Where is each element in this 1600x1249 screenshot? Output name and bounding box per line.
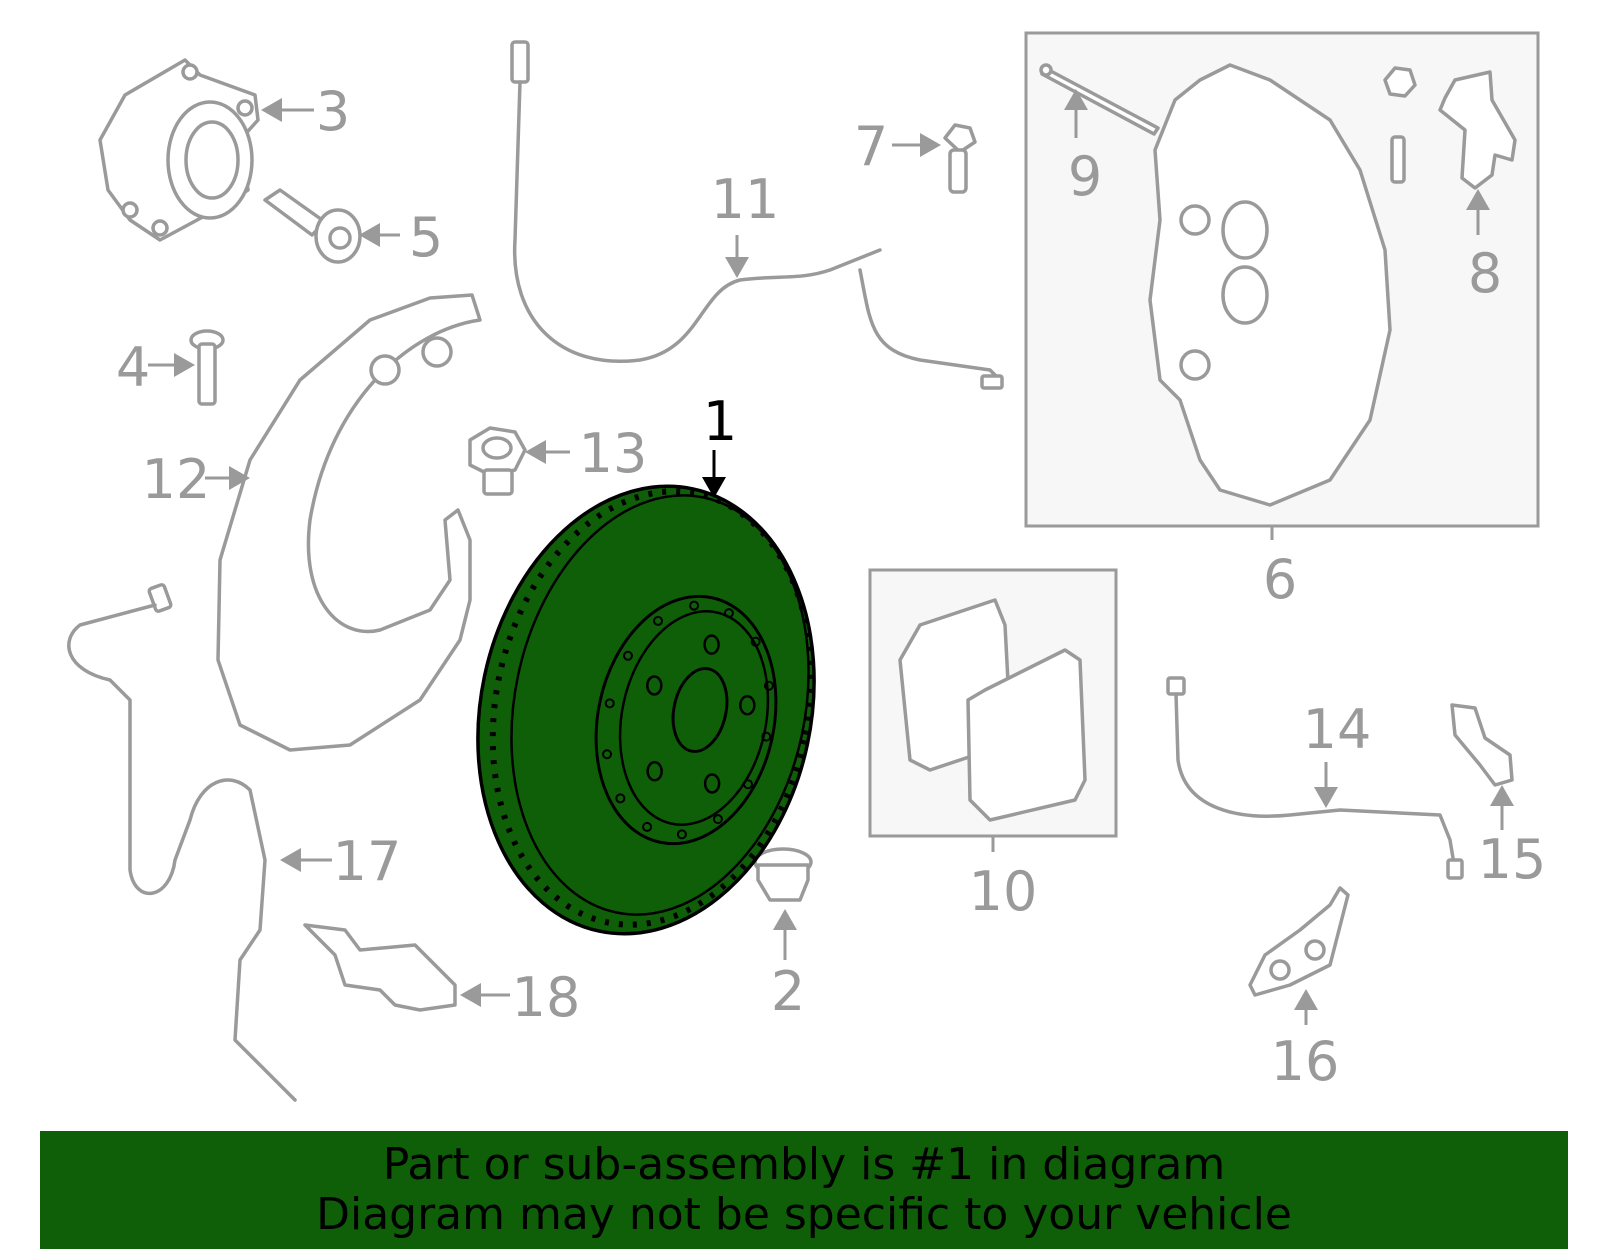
bleeder-bolt-part bbox=[943, 123, 977, 194]
rotor-lug-holes bbox=[602, 600, 774, 840]
vent-hole bbox=[750, 636, 761, 647]
vent-hole bbox=[761, 731, 772, 742]
callout-6: 6 bbox=[1263, 548, 1297, 611]
callout-2: 2 bbox=[771, 960, 805, 1023]
wear-sensor-wire-part bbox=[510, 40, 1004, 390]
vent-hole bbox=[653, 615, 664, 626]
vent-hole bbox=[723, 608, 734, 619]
callout-11: 11 bbox=[711, 168, 780, 231]
lug-hole bbox=[703, 773, 721, 794]
caliper-bolt-part bbox=[1039, 63, 1160, 136]
sensor-bracket-part bbox=[1450, 703, 1514, 787]
shield-bracket-part bbox=[1248, 886, 1350, 997]
vent-hole bbox=[689, 600, 700, 611]
abs-sensor-wire-part bbox=[1166, 676, 1464, 880]
pad-clip-part bbox=[1438, 70, 1517, 190]
rotor-outer-face bbox=[476, 484, 816, 936]
vent-hole bbox=[676, 829, 687, 840]
dust-plug-part bbox=[753, 847, 813, 902]
lug-hole bbox=[646, 760, 663, 782]
brake-pads-part bbox=[898, 598, 1087, 822]
callout-7: 7 bbox=[854, 115, 888, 178]
rotor-center-bore bbox=[671, 667, 729, 753]
splash-shield-part bbox=[216, 293, 482, 752]
callout-12: 12 bbox=[142, 448, 211, 511]
speed-sensor-harness-part bbox=[67, 583, 297, 1102]
callout-13: 13 bbox=[579, 422, 648, 485]
callout-4: 4 bbox=[116, 336, 150, 399]
shield-bolt-part bbox=[189, 329, 225, 406]
vent-hole bbox=[743, 779, 754, 790]
lug-hole bbox=[703, 634, 720, 655]
callout-10: 10 bbox=[969, 860, 1038, 923]
callout-17: 17 bbox=[333, 830, 402, 893]
rotor-hat bbox=[594, 594, 778, 846]
lug-hole bbox=[739, 694, 756, 716]
callout-15: 15 bbox=[1478, 828, 1547, 891]
lug-hole bbox=[646, 675, 663, 696]
wheel-hub-part bbox=[98, 58, 260, 242]
info-banner: Part or sub-assembly is #1 in diagram Di… bbox=[40, 1131, 1568, 1249]
vent-hole bbox=[602, 749, 613, 760]
caliper-cap-part bbox=[1383, 66, 1417, 184]
vent-hole bbox=[712, 814, 723, 825]
rotor-vane-ring bbox=[489, 488, 815, 928]
callout-16: 16 bbox=[1271, 1030, 1340, 1093]
callout-18: 18 bbox=[512, 966, 581, 1029]
brake-rotor-part bbox=[476, 484, 816, 936]
callout-8: 8 bbox=[1468, 242, 1502, 305]
caliper-part bbox=[1148, 63, 1392, 507]
harness-bracket-part bbox=[303, 923, 457, 1012]
vent-hole bbox=[604, 698, 615, 709]
vent-hole bbox=[615, 793, 626, 804]
callout-3: 3 bbox=[316, 80, 350, 143]
callout-1: 1 bbox=[703, 390, 737, 453]
vent-hole bbox=[763, 680, 774, 691]
callout-14: 14 bbox=[1303, 698, 1372, 761]
wheel-bolt-part bbox=[263, 188, 362, 264]
banner-line-1: Part or sub-assembly is #1 in diagram bbox=[382, 1139, 1226, 1190]
vent-hole bbox=[622, 650, 633, 661]
callout-5: 5 bbox=[409, 206, 443, 269]
vent-hole bbox=[642, 821, 653, 832]
parts-diagram: 1 2 3 4 5 6 7 8 9 10 11 12 13 14 15 16 1… bbox=[67, 31, 1547, 1102]
flange-nut-part bbox=[468, 426, 527, 496]
banner-line-2: Diagram may not be specific to your vehi… bbox=[316, 1189, 1292, 1240]
callout-9: 9 bbox=[1068, 145, 1102, 208]
